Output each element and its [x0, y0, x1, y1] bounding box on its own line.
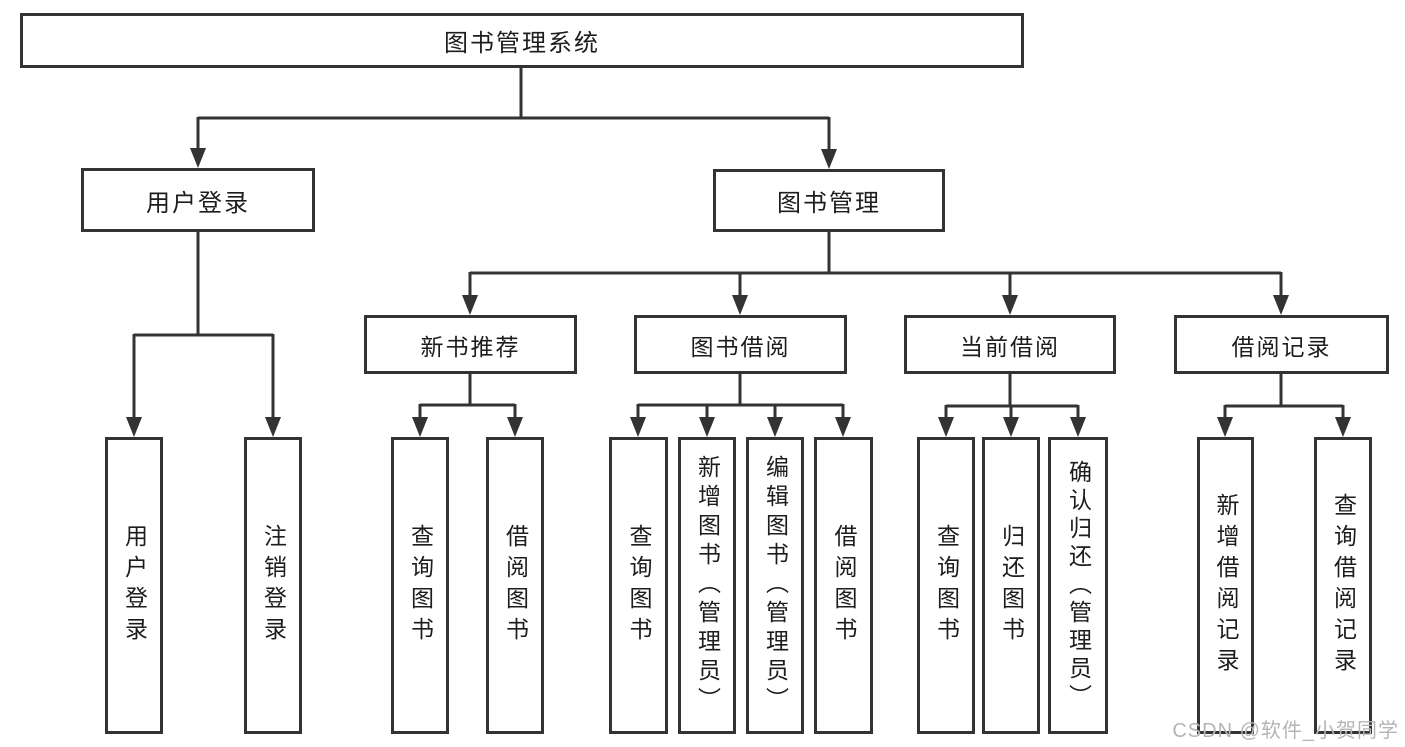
node-new-book-recommend-label: 新书推荐: [420, 333, 521, 360]
node-borrow-records: 借阅记录: [1174, 315, 1389, 374]
node-root-library-system: 图书管理系统: [20, 13, 1024, 68]
leaf-newbooks-borrow-books-label: 借阅图书: [502, 523, 529, 648]
node-borrow-records-label: 借阅记录: [1231, 333, 1332, 360]
node-user-login-label: 用户登录: [146, 189, 250, 217]
leaf-records-add-record: 新增借阅记录: [1197, 437, 1254, 734]
node-book-borrow-label: 图书借阅: [690, 333, 791, 360]
leaf-current-confirm-return-admin-label: 确认归还（管理员）: [1065, 459, 1092, 712]
leaf-borrow-borrow-books-label: 借阅图书: [831, 523, 857, 648]
leaf-user-login-label: 用户登录: [121, 523, 148, 648]
leaf-borrow-borrow-books: 借阅图书: [814, 437, 873, 734]
leaf-borrow-edit-books-admin: 编辑图书（管理员）: [746, 437, 804, 734]
leaf-current-query-books-label: 查询图书: [933, 523, 960, 648]
node-current-borrow: 当前借阅: [904, 315, 1116, 374]
leaf-logout: 注销登录: [244, 437, 302, 734]
leaf-borrow-query-books: 查询图书: [609, 437, 668, 734]
leaf-borrow-add-books-admin: 新增图书（管理员）: [678, 437, 736, 734]
leaf-records-query-record-label: 查询借阅记录: [1330, 492, 1357, 679]
leaf-newbooks-query-books: 查询图书: [391, 437, 449, 734]
node-book-management-label: 图书管理: [777, 190, 881, 217]
leaf-borrow-add-books-admin-label: 新增图书（管理员）: [694, 455, 721, 716]
node-current-borrow-label: 当前借阅: [960, 333, 1060, 360]
leaf-records-add-record-label: 新增借阅记录: [1213, 492, 1239, 679]
leaf-records-query-record: 查询借阅记录: [1314, 437, 1372, 734]
leaf-current-query-books: 查询图书: [917, 437, 975, 734]
leaf-newbooks-borrow-books: 借阅图书: [486, 437, 544, 734]
leaf-current-return-books: 归还图书: [982, 437, 1040, 734]
leaf-borrow-query-books-label: 查询图书: [626, 523, 652, 648]
leaf-user-login: 用户登录: [105, 437, 163, 734]
arrowheads: [126, 148, 1351, 437]
leaf-logout-label: 注销登录: [260, 523, 287, 648]
csdn-watermark: CSDN @软件_小贺同学: [1172, 720, 1399, 742]
node-user-login: 用户登录: [81, 168, 315, 232]
node-book-management: 图书管理: [713, 169, 945, 232]
leaf-borrow-edit-books-admin-label: 编辑图书（管理员）: [762, 455, 789, 716]
leaf-newbooks-query-books-label: 查询图书: [407, 523, 434, 648]
leaf-current-return-books-label: 归还图书: [998, 523, 1025, 648]
leaf-current-confirm-return-admin: 确认归还（管理员）: [1048, 437, 1108, 734]
node-root-label: 图书管理系统: [444, 30, 600, 57]
node-book-borrow: 图书借阅: [634, 315, 847, 374]
node-new-book-recommend: 新书推荐: [364, 315, 577, 374]
